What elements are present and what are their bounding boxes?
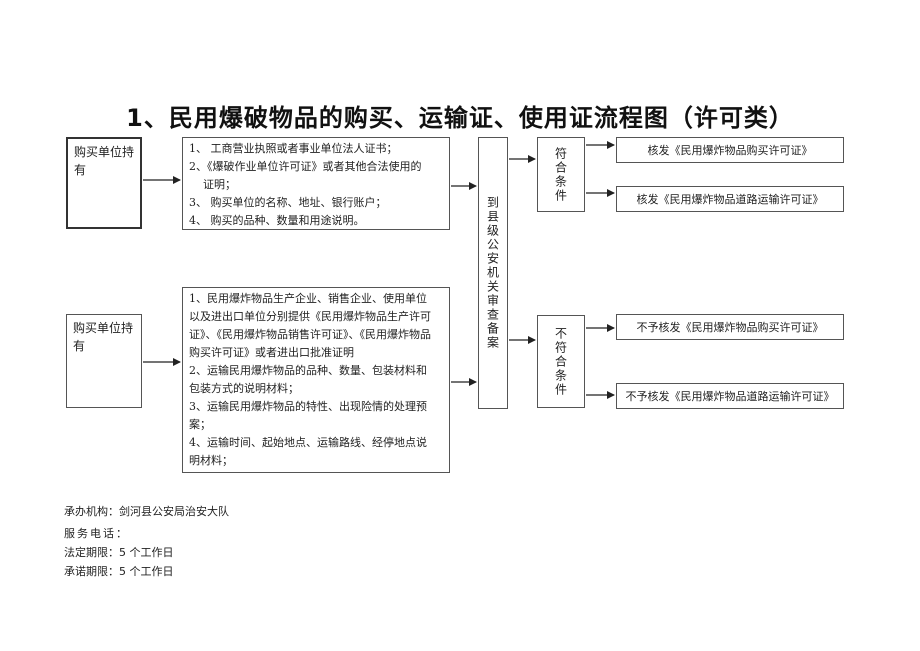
condition-met-box: 符合条件 — [537, 137, 585, 212]
statutory-label: 法定期限： — [64, 546, 119, 559]
footer-agency: 承办机构：剑河县公安局治安大队 — [64, 503, 229, 519]
applicant-box-transport: 购买单位持有 — [66, 314, 142, 408]
agency-label: 承办机构： — [64, 505, 119, 518]
authority-review-box: 到县级公安机关审查备案 — [478, 137, 508, 409]
promised-value: 5 个工作日 — [119, 565, 174, 578]
statutory-value: 5 个工作日 — [119, 546, 174, 559]
footer-phone: 服务电话： — [64, 525, 129, 541]
result-deny-transport-permit: 不予核发《民用爆炸物品道路运输许可证》 — [616, 383, 844, 409]
footer-statutory-period: 法定期限：5 个工作日 — [64, 544, 174, 560]
agency-value: 剑河县公安局治安大队 — [119, 505, 229, 518]
page-title: 1、民用爆破物品的购买、运输证、使用证流程图（许可类） — [126, 104, 794, 132]
phone-label: 服务电话： — [64, 527, 129, 540]
promised-label: 承诺期限： — [64, 565, 119, 578]
condition-not-met-box: 不符合条件 — [537, 315, 585, 408]
footer-promised-period: 承诺期限：5 个工作日 — [64, 563, 174, 579]
result-issue-transport-permit: 核发《民用爆炸物品道路运输许可证》 — [616, 186, 844, 212]
result-issue-purchase-permit: 核发《民用爆炸物品购买许可证》 — [616, 137, 844, 163]
materials-box-transport: 1、民用爆炸物品生产企业、销售企业、使用单位 以及进出口单位分别提供《民用爆炸物… — [182, 287, 450, 473]
materials-box-purchase: 1、 工商营业执照或者事业单位法人证书； 2、《爆破作业单位许可证》或者其他合法… — [182, 137, 450, 230]
result-deny-purchase-permit: 不予核发《民用爆炸物品购买许可证》 — [616, 314, 844, 340]
applicant-box-purchase: 购买单位持有 — [66, 137, 142, 229]
